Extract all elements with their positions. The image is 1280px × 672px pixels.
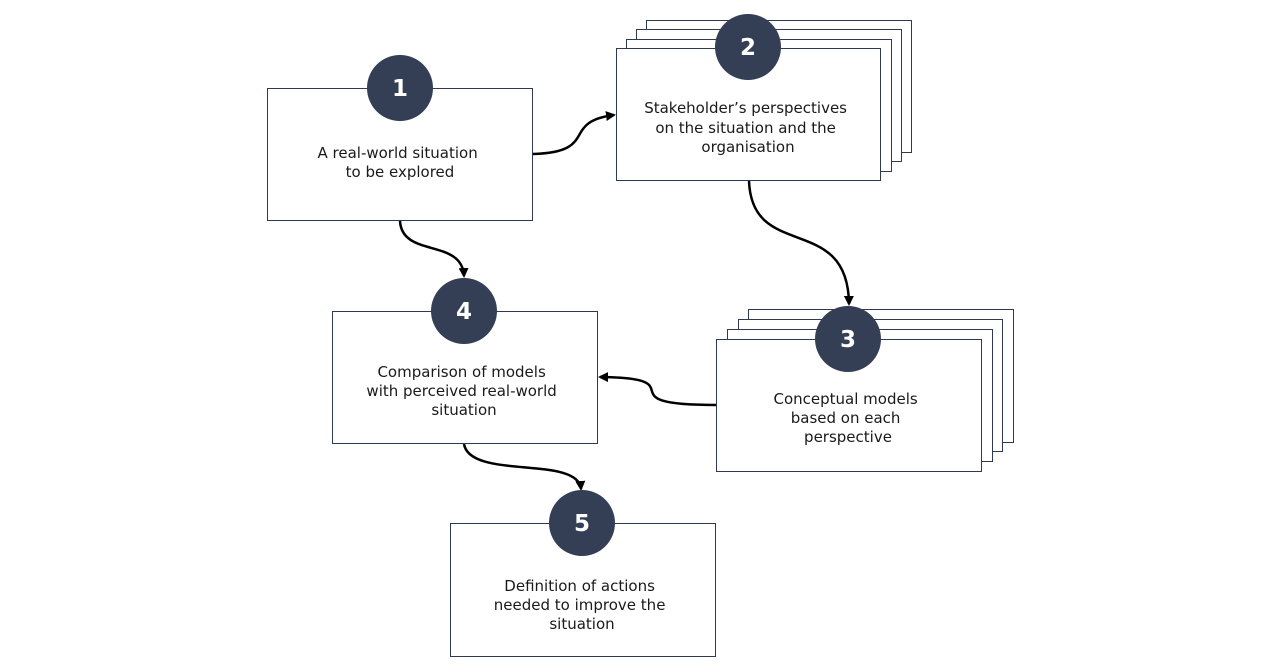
step-5-number: 5	[574, 511, 590, 537]
arrow-2-to-3	[747, 180, 854, 306]
step-3-line-3: perspective	[804, 428, 892, 446]
step-4-line-3: situation	[431, 401, 496, 419]
step-4-badge	[431, 278, 497, 344]
arrow-1-to-2	[532, 111, 616, 156]
step-1-number: 1	[392, 76, 408, 102]
step-1-line-1: A real-world situation	[317, 144, 477, 162]
arrow-4-to-5	[462, 443, 586, 491]
step-1-line-2: to be explored	[346, 163, 455, 181]
step-5-line-3: situation	[549, 615, 614, 633]
step-3-line-2: based on each	[791, 409, 901, 427]
step-5-badge	[549, 490, 615, 556]
step-3: Conceptual models based on each perspect…	[716, 306, 1014, 472]
step-4-number: 4	[456, 299, 472, 325]
step-4-label: Comparison of models with perceived real…	[366, 363, 561, 419]
step-4: Comparison of models with perceived real…	[332, 278, 598, 444]
step-2-badge	[715, 14, 781, 80]
step-2-line-2: on the situation and the	[655, 119, 836, 137]
step-2-label: Stakeholder’s perspectives on the situat…	[644, 99, 852, 156]
step-1-label: A real-world situation to be explored	[317, 144, 482, 181]
step-5-label: Definition of actions needed to improve …	[494, 577, 670, 633]
step-1-badge	[367, 55, 433, 121]
step-2-number: 2	[740, 35, 756, 61]
step-5: Definition of actions needed to improve …	[450, 490, 716, 657]
step-4-line-1: Comparison of models	[377, 363, 546, 381]
step-5-line-2: needed to improve the	[494, 596, 666, 614]
step-2-line-3: organisation	[701, 138, 794, 156]
step-1: A real-world situation to be explored 1	[267, 55, 533, 221]
step-2: Stakeholder’s perspectives on the situat…	[616, 14, 912, 181]
arrow-1-to-4	[398, 220, 469, 278]
step-3-label: Conceptual models based on each perspect…	[774, 390, 923, 446]
step-4-line-2: with perceived real-world	[366, 382, 556, 400]
connectors	[398, 111, 854, 491]
step-2-line-1: Stakeholder’s perspectives	[644, 99, 847, 117]
step-3-number: 3	[840, 327, 856, 353]
step-3-line-1: Conceptual models	[774, 390, 918, 408]
step-3-badge	[815, 306, 881, 372]
step-5-line-1: Definition of actions	[504, 577, 655, 595]
arrow-3-to-4	[598, 372, 717, 407]
